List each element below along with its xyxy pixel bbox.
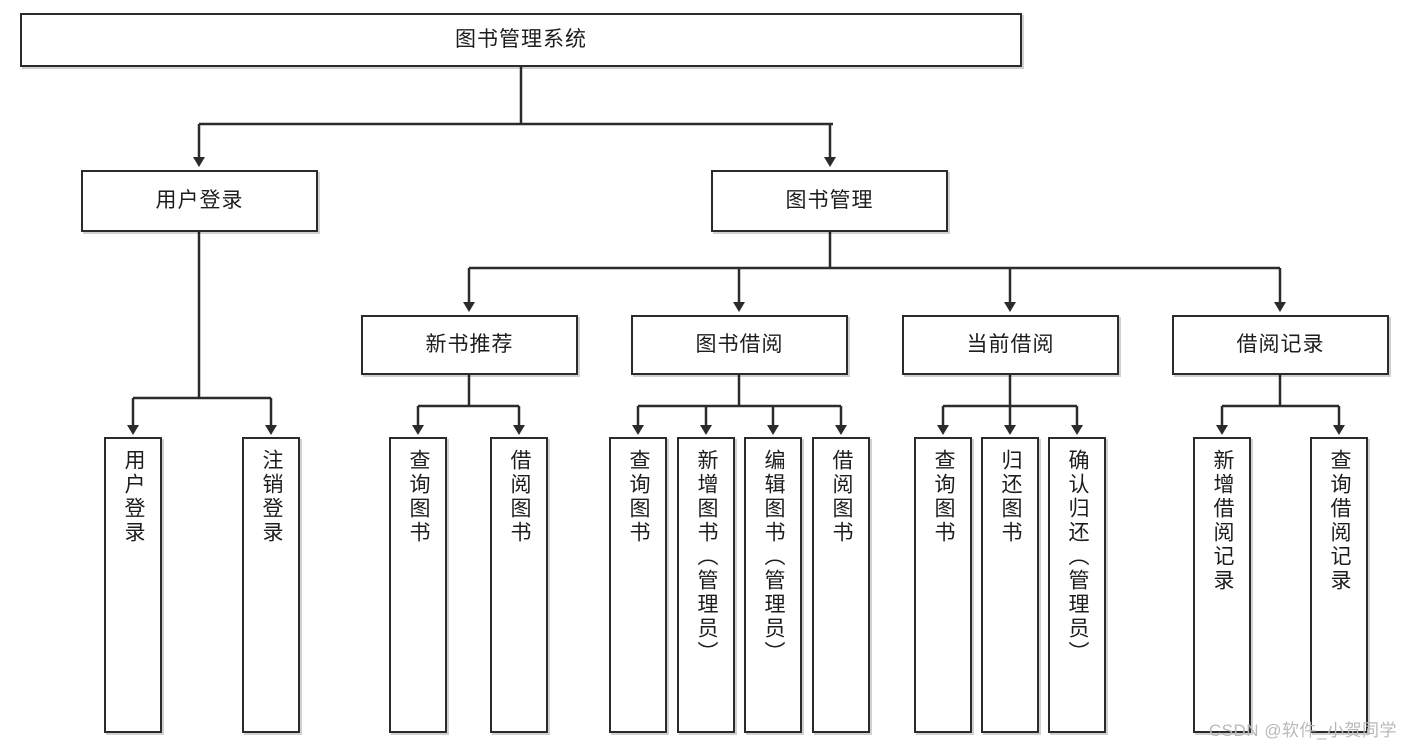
leaf-current-borrow-confirm-return-admin[interactable]: 确认归还（管理员）	[1048, 437, 1106, 733]
leaf-user-login-logout[interactable]: 注销登录	[242, 437, 300, 733]
node-label: 确认归还（管理员）	[1066, 449, 1090, 665]
leaf-book-borrow-query-book[interactable]: 查询图书	[609, 437, 667, 733]
node-root-book-management-system[interactable]: 图书管理系统	[20, 13, 1022, 67]
node-label: 查询图书	[407, 449, 431, 545]
leaf-book-borrow-borrow-book[interactable]: 借阅图书	[812, 437, 870, 733]
leaf-borrow-record-query-record[interactable]: 查询借阅记录	[1310, 437, 1368, 733]
node-label: 查询图书	[627, 449, 651, 545]
node-label: 新书推荐	[425, 332, 514, 356]
leaf-borrow-record-add-record[interactable]: 新增借阅记录	[1193, 437, 1251, 733]
leaf-user-login-login[interactable]: 用户登录	[104, 437, 162, 733]
node-new-book-recommend[interactable]: 新书推荐	[361, 315, 578, 375]
node-book-management[interactable]: 图书管理	[711, 170, 948, 232]
node-label: 新增借阅记录	[1211, 449, 1235, 593]
leaf-new-book-borrow-book[interactable]: 借阅图书	[490, 437, 548, 733]
node-label: 图书管理系统	[455, 27, 587, 51]
node-label: 用户登录	[122, 449, 146, 545]
leaf-current-borrow-return-book[interactable]: 归还图书	[981, 437, 1039, 733]
csdn-watermark: CSDN @软件_小贺同学	[1208, 721, 1397, 740]
node-label: 编辑图书（管理员）	[762, 449, 786, 665]
node-label: 图书管理	[785, 188, 874, 212]
node-current-borrow[interactable]: 当前借阅	[902, 315, 1119, 375]
node-book-borrow[interactable]: 图书借阅	[631, 315, 848, 375]
node-label: 查询借阅记录	[1328, 449, 1352, 593]
node-label: 注销登录	[260, 449, 284, 545]
node-label: 用户登录	[155, 188, 244, 212]
node-label: 图书借阅	[695, 332, 784, 356]
node-label: 借阅图书	[830, 449, 854, 545]
node-label: 归还图书	[999, 449, 1023, 545]
node-borrow-record[interactable]: 借阅记录	[1172, 315, 1389, 375]
leaf-book-borrow-edit-book-admin[interactable]: 编辑图书（管理员）	[744, 437, 802, 733]
leaf-book-borrow-add-book-admin[interactable]: 新增图书（管理员）	[677, 437, 735, 733]
node-label: 新增图书（管理员）	[695, 449, 719, 665]
node-label: 当前借阅	[966, 332, 1055, 356]
leaf-new-book-query-book[interactable]: 查询图书	[389, 437, 447, 733]
node-label: 借阅记录	[1236, 332, 1325, 356]
node-user-login[interactable]: 用户登录	[81, 170, 318, 232]
node-label: 借阅图书	[508, 449, 532, 545]
node-label: 查询图书	[932, 449, 956, 545]
leaf-current-borrow-query-book[interactable]: 查询图书	[914, 437, 972, 733]
